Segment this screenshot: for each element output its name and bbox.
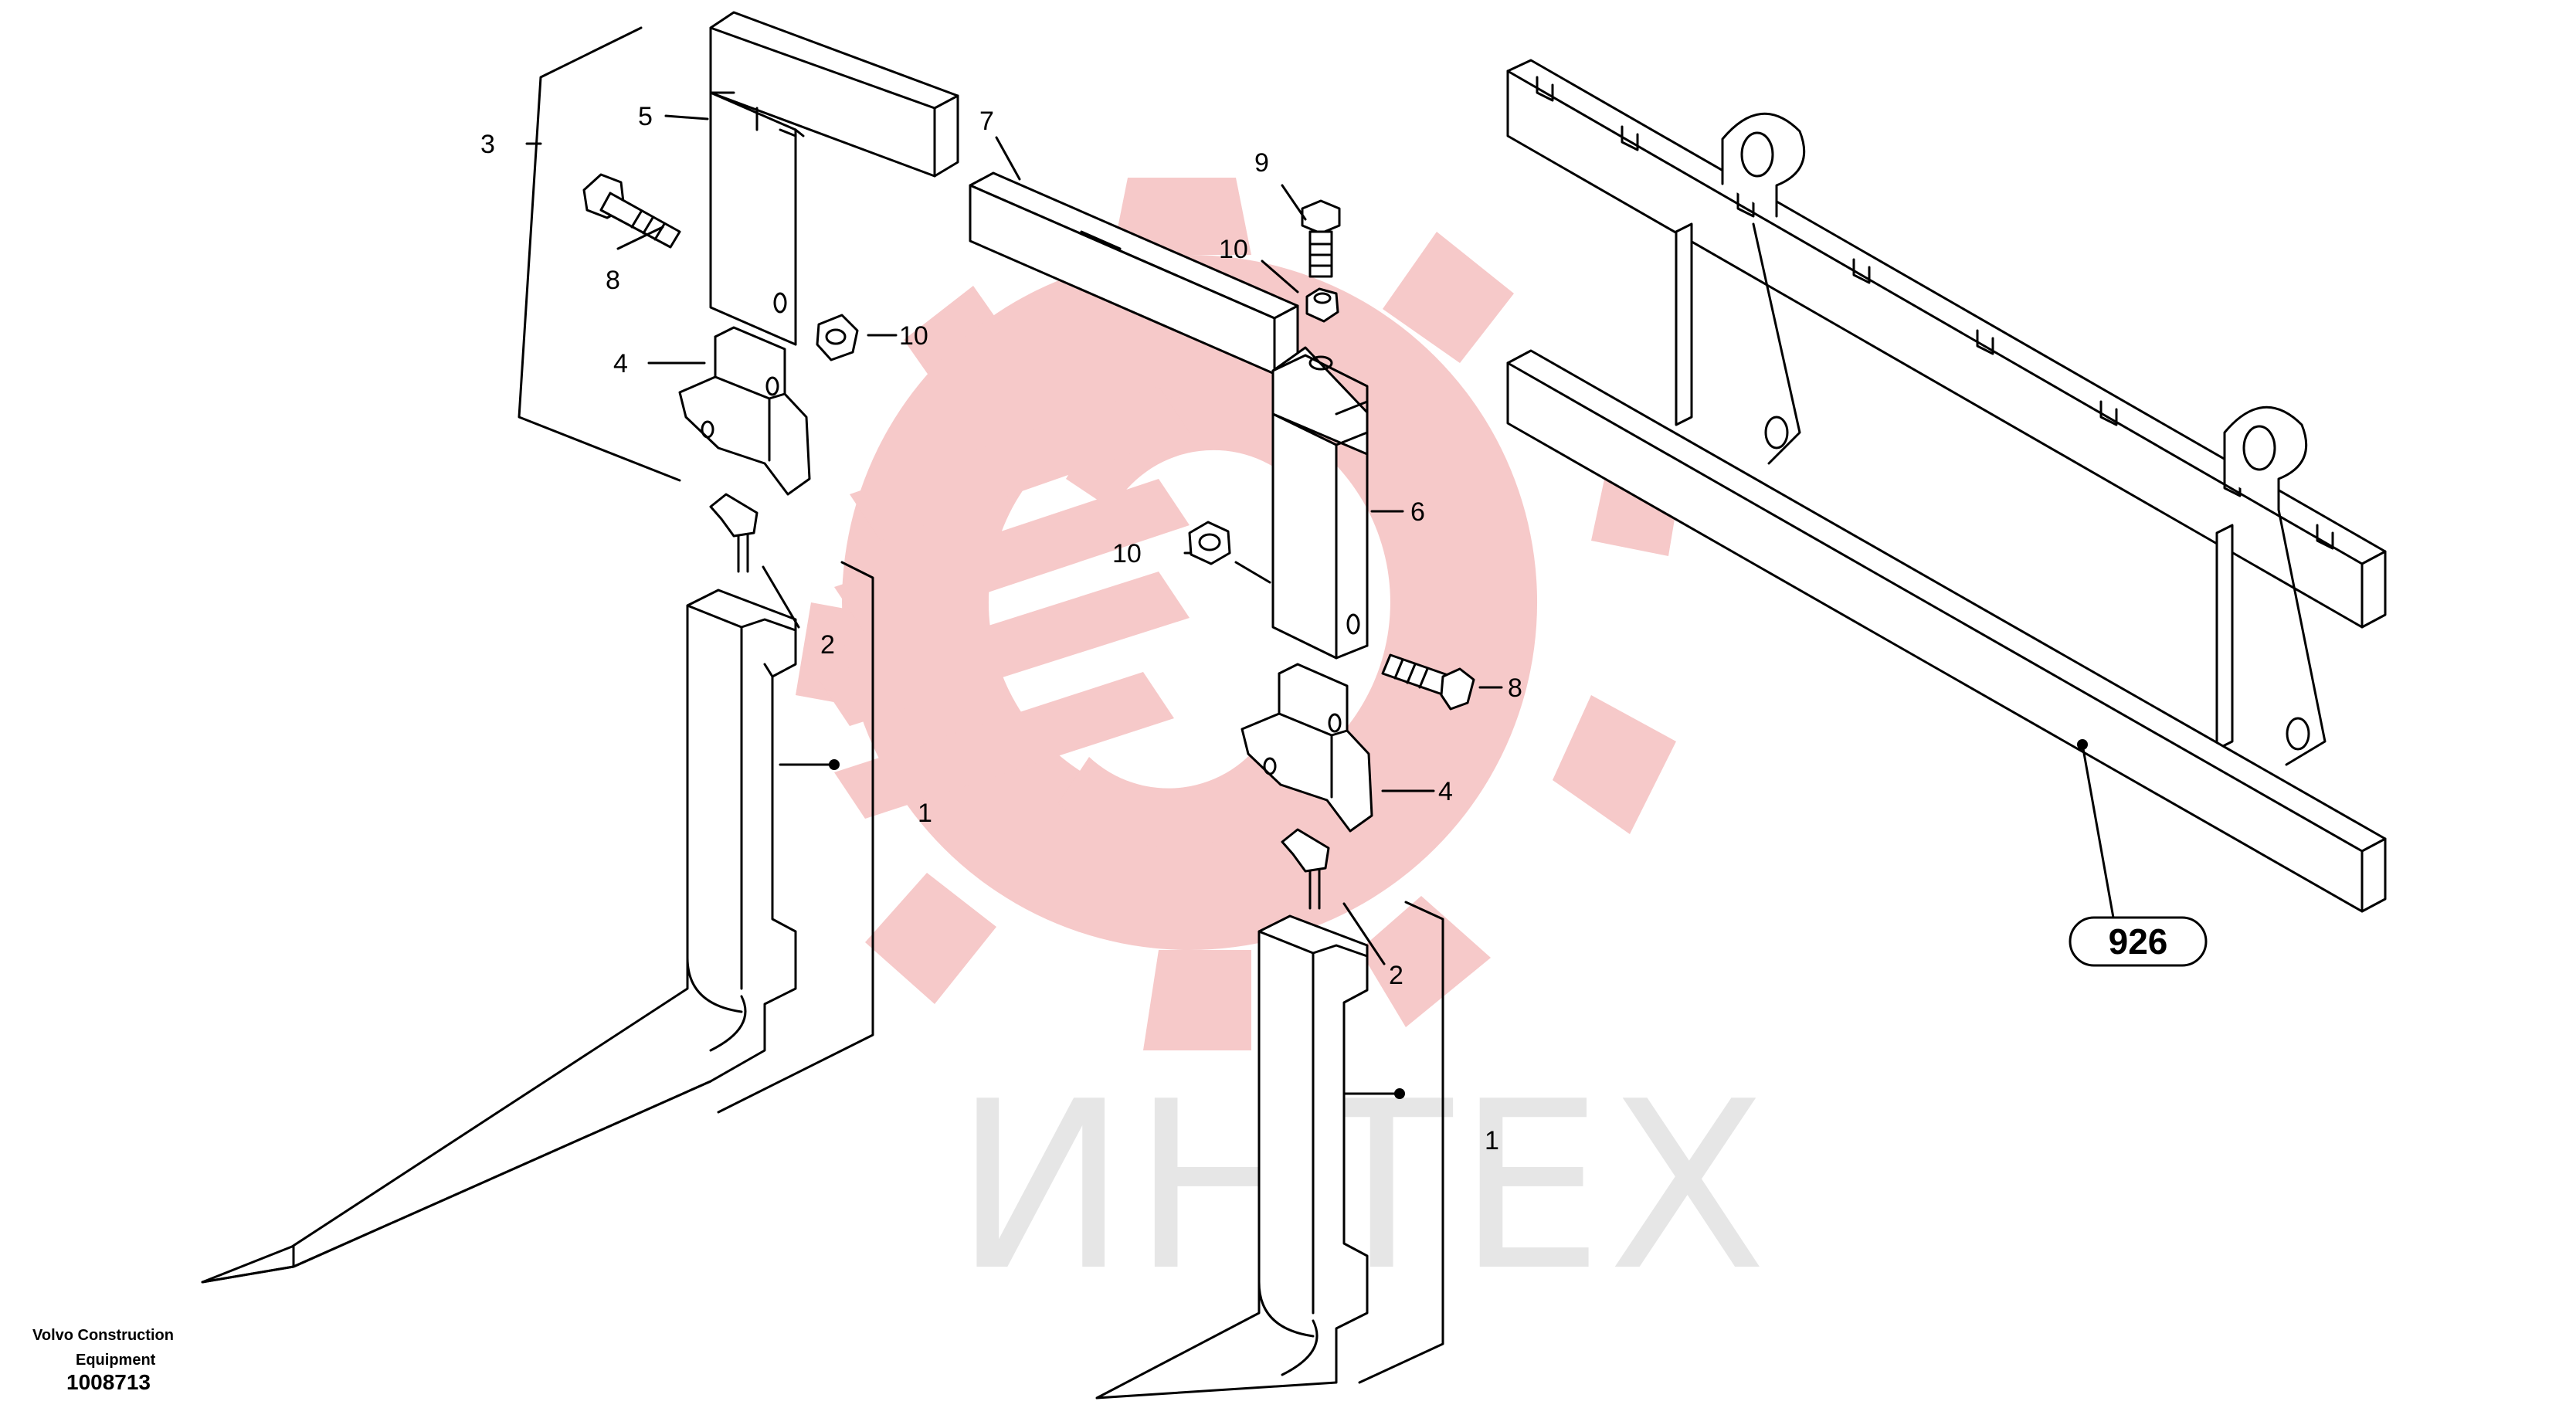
callout-3: 3 xyxy=(480,130,495,159)
bolt-part-8-left xyxy=(582,173,681,249)
part-badge-label: 926 xyxy=(2109,921,2168,962)
callout-5: 5 xyxy=(638,102,653,131)
callout-4-right: 4 xyxy=(1438,777,1453,806)
callout-7: 7 xyxy=(979,107,994,136)
fork-part-1-left xyxy=(201,589,797,1284)
line-art xyxy=(201,11,2387,1400)
nut-part-10-left xyxy=(816,314,859,361)
drawing-number: 1008713 xyxy=(66,1370,151,1394)
callout-8-right: 8 xyxy=(1508,673,1522,703)
fork-part-1-right xyxy=(1095,914,1369,1400)
brand-line-1: Volvo Construction xyxy=(32,1327,174,1344)
callout-2-left: 2 xyxy=(820,630,835,660)
upright-part-6 xyxy=(1271,346,1369,660)
callout-10-mid: 10 xyxy=(1112,539,1142,568)
leader-dot-fork-left xyxy=(829,759,840,770)
carriage-part-926 xyxy=(1506,59,2387,913)
part-badge xyxy=(2069,916,2208,967)
pin-part-2-right xyxy=(1281,828,1330,910)
bolt-part-9 xyxy=(1301,199,1341,278)
nut-part-10-top xyxy=(1305,287,1339,323)
frame-part-5 xyxy=(709,11,959,346)
leader-dot-carriage xyxy=(2077,739,2088,750)
callout-4-left: 4 xyxy=(613,349,628,378)
callout-8-left: 8 xyxy=(606,266,620,295)
nut-part-10-mid xyxy=(1188,521,1231,565)
callout-9: 9 xyxy=(1254,148,1269,178)
leader-dot-fork-right xyxy=(1394,1088,1405,1099)
callout-2-right: 2 xyxy=(1389,961,1403,990)
pin-part-2-left xyxy=(709,493,759,573)
brand-line-2: Equipment xyxy=(76,1352,156,1369)
callout-10-top: 10 xyxy=(1219,235,1248,264)
hook-part-4-right xyxy=(1240,663,1373,833)
callout-1-left: 1 xyxy=(918,799,932,828)
callout-6: 6 xyxy=(1410,497,1425,527)
callout-1-right: 1 xyxy=(1485,1126,1499,1155)
bolt-part-8-right xyxy=(1381,653,1475,711)
callout-10-left: 10 xyxy=(899,321,928,351)
hook-part-4-left xyxy=(678,326,811,496)
